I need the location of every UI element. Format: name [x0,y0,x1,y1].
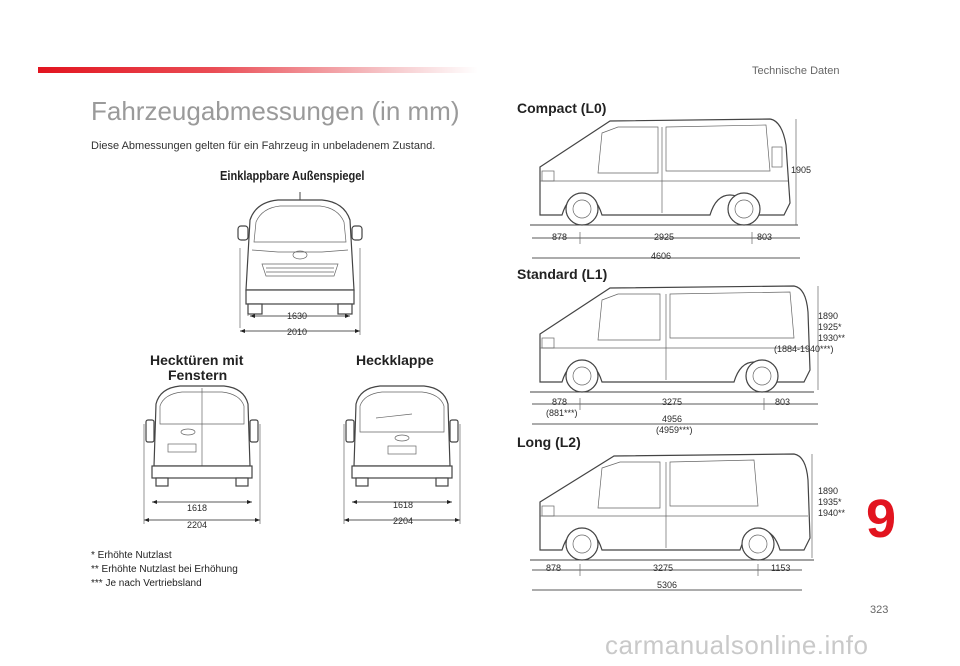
tailgate-track-width: 1618 [393,500,414,510]
standard-side-diagram [530,285,819,393]
long-side-diagram [530,453,814,561]
standard-dimension-lines [532,398,818,425]
page-title: Fahrzeugabmessungen (in mm) [91,96,460,126]
standard-front-overhang: 878 [552,397,568,407]
standard-height-2: 1925* [818,322,842,332]
long-heading: Long (L2) [517,434,581,450]
long-height-2: 1935* [818,497,842,507]
tailgate-total-width: 2204 [393,516,414,526]
footnotes: * Erhöhte Nutzlast ** Erhöhte Nutzlast b… [91,549,238,591]
long-length: 5306 [657,580,678,590]
long-heights: 1890 1935* 1940** [818,486,845,519]
front-view-diagram [237,192,363,335]
standard-rear-overhang: 803 [775,397,791,407]
compact-length: 4606 [651,251,672,261]
rear-doors-total-width: 2204 [187,520,208,530]
watermark: carmanualsonline.info [605,630,869,660]
compact-wheelbase: 2925 [654,232,675,242]
standard-wheelbase: 3275 [662,397,683,407]
header-accent-bar [38,67,478,73]
footnote-2: ** Erhöhte Nutzlast bei Erhöhung [91,564,238,575]
rear-doors-diagram [143,385,261,524]
rear-doors-heading-line2: Fenstern [168,367,228,383]
tailgate-heading: Heckklappe [356,352,434,368]
mirror-heading: Einklappbare Außenspiegel [220,168,365,183]
footnote-1: * Erhöhte Nutzlast [91,550,172,561]
standard-height-3: 1930** [818,333,846,343]
standard-heights: 1890 1925* 1930** (1884-1940***) [774,311,846,355]
page-subtitle: Diese Abmessungen gelten für ein Fahrzeu… [91,140,436,152]
standard-height-4: (1884-1940***) [774,344,834,354]
standard-height-1: 1890 [818,311,839,321]
long-height-1: 1890 [818,486,839,496]
compact-front-overhang: 878 [552,232,568,242]
long-dimension-lines [532,564,802,591]
standard-length-alt: (4959***) [656,425,693,435]
compact-heading: Compact (L0) [517,100,607,116]
long-front-overhang: 878 [546,563,562,573]
front-track-width: 1630 [287,311,308,321]
standard-front-overhang-alt: (881***) [546,408,578,418]
standard-length: 4956 [662,414,683,424]
compact-rear-overhang: 803 [757,232,773,242]
long-rear-overhang: 1153 [771,563,791,573]
page-number: 323 [870,604,889,616]
long-height-3: 1940** [818,508,846,518]
compact-dimension-lines [532,232,800,259]
front-mirror-width: 2010 [287,327,308,337]
chapter-number: 9 [866,489,897,549]
long-wheelbase: 3275 [653,563,674,573]
rear-doors-track-width: 1618 [187,503,208,513]
rear-doors-heading-line1: Hecktüren mit [150,352,244,368]
compact-height: 1905 [791,165,812,175]
section-label: Technische Daten [752,65,840,77]
footnote-3: *** Je nach Vertriebsland [91,578,202,589]
tailgate-diagram [343,385,461,524]
standard-heading: Standard (L1) [517,266,608,282]
compact-side-diagram [530,118,798,226]
